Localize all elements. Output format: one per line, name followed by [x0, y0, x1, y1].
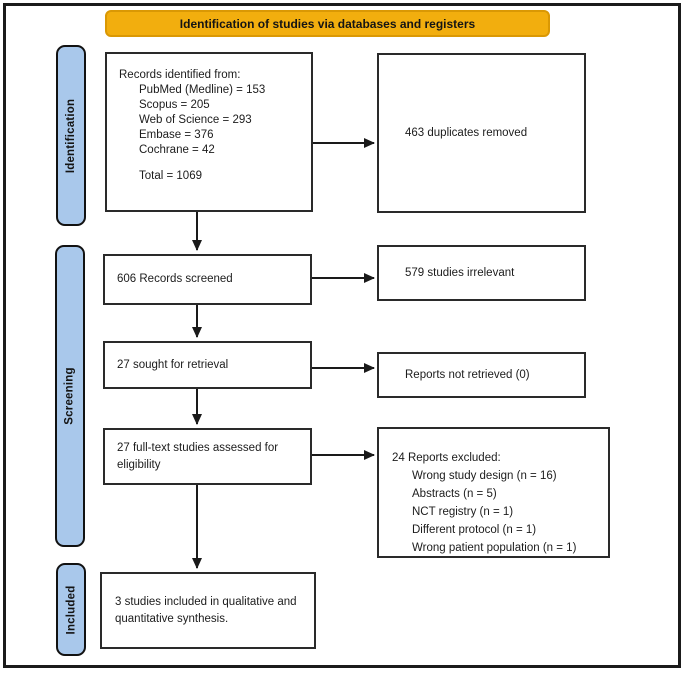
excluded-reason-protocol: Different protocol (n = 1): [412, 524, 537, 536]
excluded-reason-abstracts: Abstracts (n = 5): [412, 488, 497, 500]
records-source-webofscience: Web of Science = 293: [139, 114, 252, 126]
reports-not-retrieved-text: Reports not retrieved (0): [405, 368, 530, 381]
studies-irrelevant-box: 579 studies irrelevant: [377, 245, 586, 301]
records-source-scopus: Scopus = 205: [139, 99, 210, 111]
sought-for-retrieval-text: 27 sought for retrieval: [117, 358, 229, 371]
header-banner-label: Identification of studies via databases …: [179, 16, 476, 31]
studies-included-box: 3 studies included in qualitative and qu…: [100, 572, 316, 649]
stage-label-identification: Identification: [56, 45, 86, 226]
excluded-reason-population: Wrong patient population (n = 1): [412, 542, 577, 554]
duplicates-removed-text: 463 duplicates removed: [405, 126, 528, 139]
records-screened-box: 606 Records screened: [103, 254, 312, 305]
records-identified-title: Records identified from:: [119, 69, 241, 81]
records-screened-text: 606 Records screened: [117, 273, 233, 285]
records-source-embase: Embase = 376: [139, 129, 214, 141]
sought-for-retrieval-box: 27 sought for retrieval: [103, 341, 312, 389]
stage-label-identification-text: Identification: [65, 98, 78, 173]
records-total: Total = 1069: [139, 170, 202, 182]
excluded-reason-nct: NCT registry (n = 1): [412, 506, 514, 518]
reports-excluded-box: 24 Reports excluded: Wrong study design …: [377, 427, 610, 558]
stage-label-screening: Screening: [55, 245, 85, 547]
fulltext-assessed-text: 27 full-text studies assessed for eligib…: [117, 442, 279, 471]
excluded-reason-design: Wrong study design (n = 16): [412, 470, 557, 482]
records-identified-box: Records identified from: PubMed (Medline…: [105, 52, 313, 212]
reports-excluded-title: 24 Reports excluded:: [392, 452, 501, 464]
stage-label-screening-text: Screening: [64, 367, 76, 425]
duplicates-removed-box: 463 duplicates removed: [377, 53, 586, 213]
header-banner: Identification of studies via databases …: [105, 10, 550, 37]
records-source-cochrane: Cochrane = 42: [139, 144, 215, 156]
studies-included-text: 3 studies included in qualitative and qu…: [115, 595, 297, 625]
stage-label-included-text: Included: [65, 585, 78, 634]
stage-label-included: Included: [56, 563, 86, 656]
outer-border: [3, 3, 681, 668]
fulltext-assessed-box: 27 full-text studies assessed for eligib…: [103, 428, 312, 485]
reports-not-retrieved-box: Reports not retrieved (0): [377, 352, 586, 398]
studies-irrelevant-text: 579 studies irrelevant: [405, 266, 515, 279]
records-source-pubmed: PubMed (Medline) = 153: [139, 84, 266, 96]
